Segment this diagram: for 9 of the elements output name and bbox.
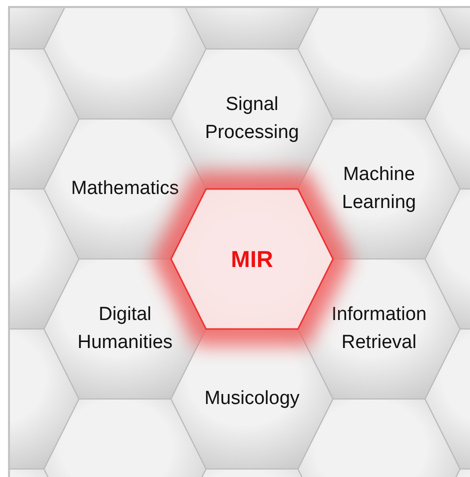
hexagon: [43, 398, 207, 477]
hexagon: [43, 8, 207, 120]
topic-label: Machine Learning: [341, 163, 417, 215]
topic-label: Information Retrieval: [330, 303, 428, 355]
topic-label: Mathematics: [71, 177, 179, 201]
topic-label: Digital Humanities: [76, 303, 174, 355]
center-topic-label: MIR: [230, 245, 274, 273]
topic-label: Musicology: [204, 387, 300, 411]
topic-label: Signal Processing: [204, 93, 300, 145]
